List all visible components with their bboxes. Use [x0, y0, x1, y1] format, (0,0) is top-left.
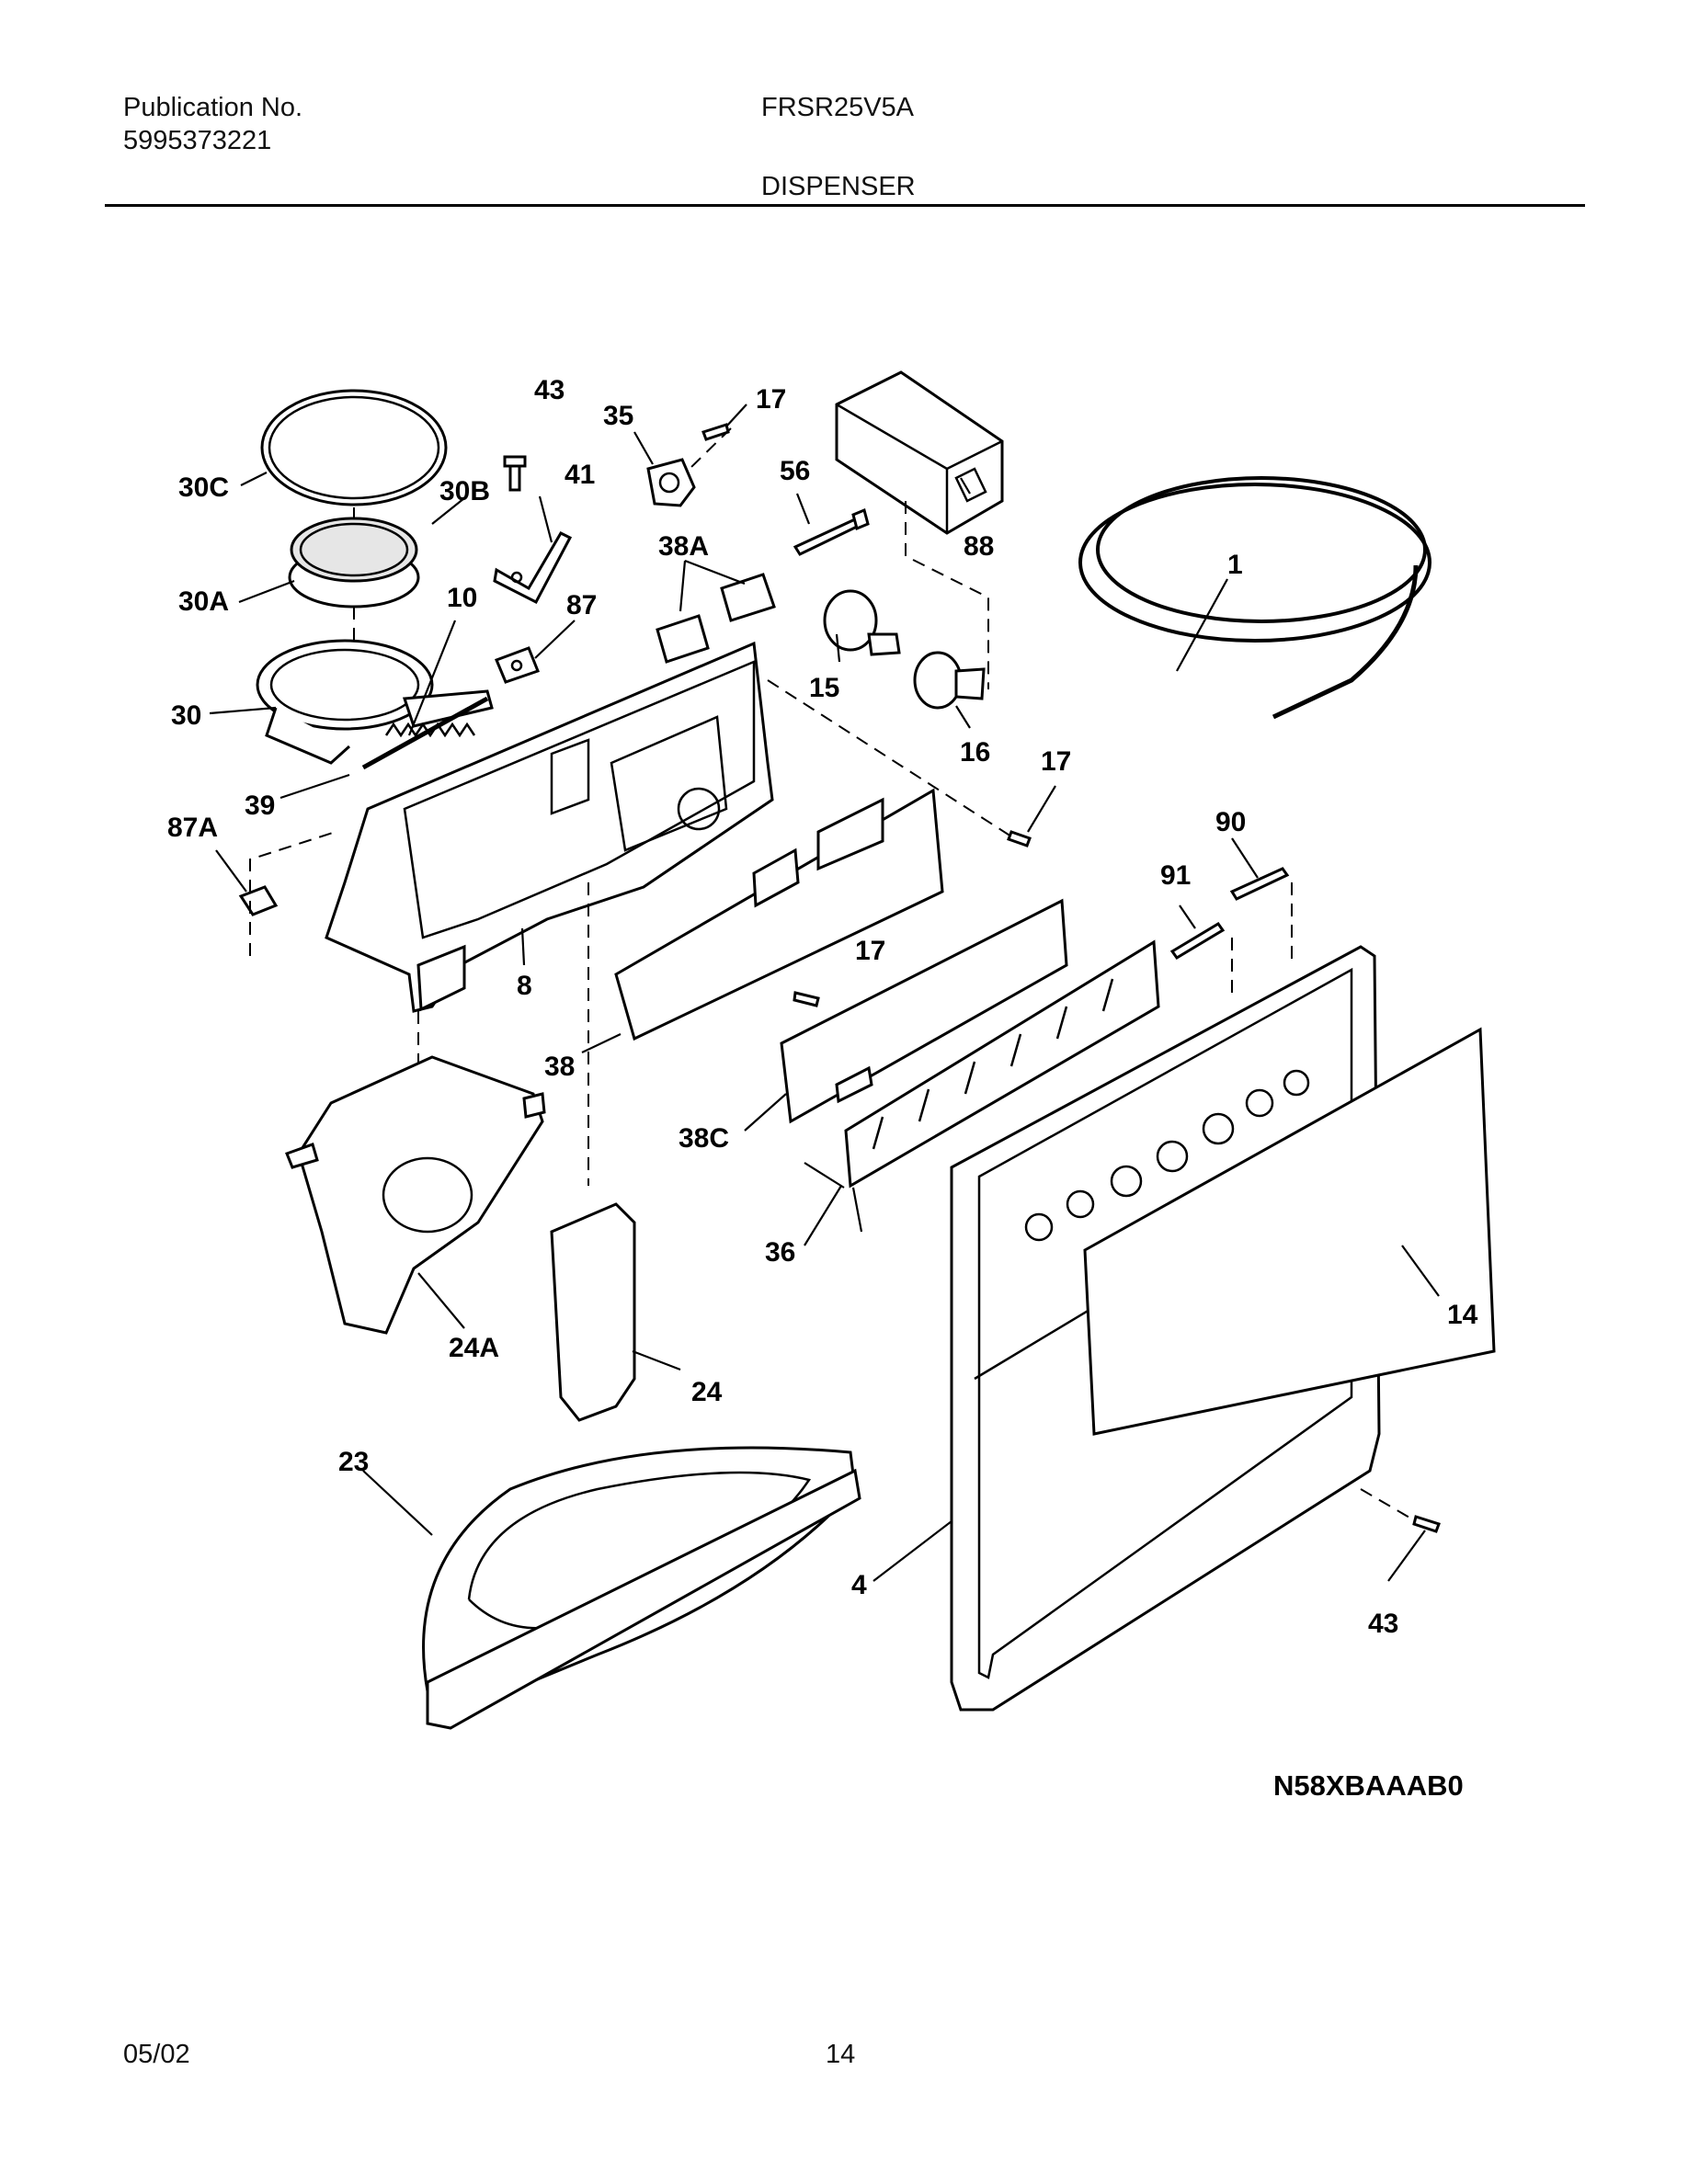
callout-30: 30	[171, 700, 201, 731]
callout-23: 23	[338, 1447, 369, 1477]
callout-87a: 87A	[167, 813, 218, 843]
header-rule	[105, 204, 1585, 207]
callout-38c: 38C	[679, 1123, 729, 1154]
callout-1: 1	[1227, 550, 1243, 580]
callout-14: 14	[1447, 1300, 1478, 1330]
part-30-housing-ring	[256, 639, 494, 765]
callout-24a: 24A	[449, 1333, 499, 1363]
part-17-screw-c	[793, 991, 820, 1007]
callout-17-right: 17	[1041, 746, 1071, 777]
publication-number: 5995373221	[123, 126, 272, 155]
callout-38: 38	[544, 1052, 575, 1082]
callout-90: 90	[1215, 807, 1246, 837]
part-43-screw-top	[503, 455, 527, 492]
part-14-cover	[1083, 1027, 1496, 1436]
part-17-screw-b	[1007, 830, 1032, 847]
callout-38a: 38A	[658, 531, 709, 562]
footer-date: 05/02	[123, 2040, 190, 2069]
callout-87: 87	[566, 590, 597, 620]
callout-88: 88	[964, 531, 994, 562]
part-91-pin	[1169, 922, 1226, 960]
part-24-door	[550, 1202, 636, 1422]
part-8-housing	[325, 641, 774, 1013]
part-36-actuator-bar	[844, 939, 1160, 1189]
part-88-control-box	[835, 370, 1004, 535]
callout-30a: 30A	[178, 586, 229, 617]
part-38-main-board	[614, 788, 944, 1041]
callout-4: 4	[851, 1570, 867, 1600]
part-41-bracket	[493, 531, 573, 605]
part-10-spring	[384, 722, 476, 738]
part-24a-chute	[285, 1055, 546, 1335]
publication-label: Publication No.	[123, 93, 303, 122]
part-15-bulb	[823, 589, 901, 656]
part-35-switch	[646, 458, 696, 507]
callout-15: 15	[809, 673, 839, 703]
figure-code: N58XBAAAB0	[1273, 1769, 1464, 1802]
callout-17-top: 17	[756, 384, 786, 415]
callout-17-mid: 17	[855, 936, 885, 966]
part-30c-ring	[260, 389, 448, 506]
callout-56: 56	[780, 456, 810, 486]
model-number: FRSR25V5A	[761, 93, 915, 122]
part-87-clip	[495, 646, 540, 684]
callout-30b: 30B	[439, 476, 490, 506]
callout-43-top: 43	[534, 375, 565, 405]
part-38a-switches	[656, 573, 776, 664]
callout-24: 24	[691, 1377, 723, 1407]
callout-41: 41	[565, 460, 595, 490]
callout-39: 39	[245, 791, 275, 821]
callout-43-bottom: 43	[1368, 1609, 1398, 1639]
part-1-tubing-coil	[1078, 476, 1431, 720]
part-43-screw-bottom	[1412, 1515, 1441, 1533]
part-38c-board	[780, 898, 1068, 1124]
callout-16: 16	[960, 737, 990, 768]
callout-36: 36	[765, 1237, 795, 1268]
part-16-socket	[913, 651, 986, 710]
part-39-pin	[361, 696, 489, 770]
footer-page-number: 14	[826, 2040, 856, 2069]
part-56-screw	[793, 507, 870, 556]
callout-10: 10	[447, 583, 477, 613]
callout-35: 35	[603, 401, 633, 431]
part-17-screw-a	[701, 423, 730, 441]
part-23-drip-tray	[422, 1446, 861, 1730]
part-30a-30b-lens	[288, 517, 420, 609]
callout-30c: 30C	[178, 472, 229, 503]
section-title: DISPENSER	[761, 172, 916, 201]
callout-91: 91	[1160, 860, 1191, 891]
callout-8: 8	[517, 971, 532, 1001]
part-90-pin	[1229, 867, 1290, 901]
